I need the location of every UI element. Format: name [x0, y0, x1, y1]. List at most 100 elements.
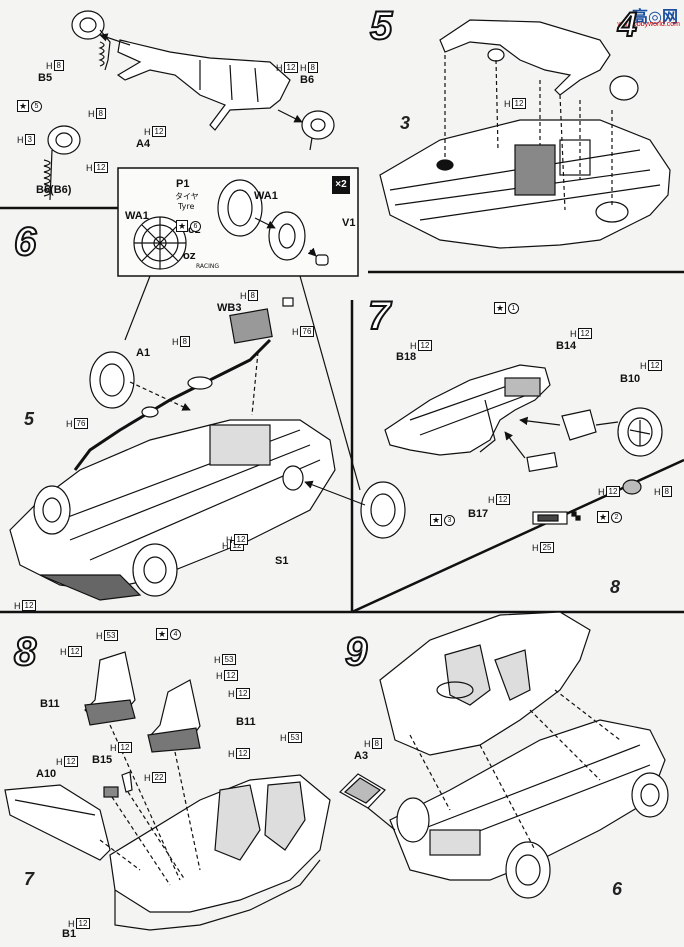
part-label-b15: B15: [92, 754, 113, 766]
strut-detail: [43, 125, 81, 201]
interior-tub-step9: [379, 611, 591, 756]
watermark-logo: 高◎网: [632, 7, 678, 26]
part-label-wa1: WA1: [125, 210, 149, 222]
subassembly-ref-5: 5: [24, 409, 35, 429]
part-label-b5b6: B5(B6): [36, 184, 72, 196]
part-label-b1: B1: [62, 928, 77, 940]
step-number-4: 4: [617, 6, 638, 44]
subassembly-ref-8: 8: [610, 577, 621, 597]
wheel-brand-oz: OZ: [183, 252, 196, 261]
part-label-b14: B14: [556, 340, 577, 352]
part-label-b17: B17: [468, 508, 489, 520]
steering-column: [561, 409, 619, 441]
part-label-wb3: WB3: [217, 302, 242, 314]
paint-mark: ★3: [430, 514, 455, 526]
paint-mark: ★5: [17, 100, 42, 112]
step-number-6: 6: [13, 220, 37, 264]
part-label-b18: B18: [396, 351, 417, 363]
loose-wheel-right: [282, 465, 406, 539]
subassembly-ref-7: 7: [24, 869, 35, 889]
paint-mark: ★1: [494, 302, 519, 314]
paint-mark: ★4: [156, 628, 181, 640]
rear-arm-step5: [439, 19, 639, 101]
dashboard-assembly: [384, 364, 551, 456]
part-label-a3: A3: [354, 750, 369, 762]
part-label-v1: V1: [342, 217, 356, 229]
part-label-b10: B10: [620, 373, 641, 385]
rear-suspension-arm: [116, 39, 291, 131]
watermark-url: ww.hobbyworld.com: [617, 21, 680, 28]
seat-b11-right: [147, 679, 201, 753]
part-label-b6: B6: [300, 74, 315, 86]
chassis-step6: [9, 419, 336, 601]
front-wheel-step6: [33, 485, 178, 597]
subassembly-ref-3: 3: [400, 113, 411, 133]
part-label-a10: A10: [36, 768, 57, 780]
tyre-callout: [133, 179, 329, 270]
part-label-a4: A4: [136, 138, 151, 150]
callout-leader: [124, 275, 151, 341]
part-label-b11: B11: [40, 698, 60, 710]
rear-light-a3: [339, 773, 386, 809]
part-label-wa1: WA1: [254, 190, 278, 202]
wheels-step9: [396, 772, 669, 899]
loose-wheel-left: [89, 351, 135, 409]
part-label-p1: P1: [176, 178, 190, 190]
exhaust-pipe: [73, 297, 294, 471]
strut-b6: [301, 110, 335, 151]
tyre-label-en: Tyre: [178, 202, 195, 211]
step-number-9: 9: [344, 630, 368, 674]
part-label-b11: B11: [236, 716, 256, 728]
step-number-7: 7: [367, 294, 391, 338]
seat-b11-left: [84, 651, 136, 726]
pedal-b15: [103, 771, 133, 798]
strut-b5: [71, 10, 111, 71]
steering-wheel: [617, 407, 663, 495]
part-label-b5: B5: [38, 72, 53, 84]
interior-tub: [109, 774, 331, 931]
gauge-cluster-b17: [526, 451, 581, 525]
part-label-a1: A1: [136, 347, 151, 359]
part-label-s1: S1: [275, 555, 289, 567]
paint-mark: ★6: [176, 220, 201, 232]
chassis-step9: [389, 719, 666, 881]
chassis-step5: [379, 119, 671, 249]
quantity-badge: ×2: [332, 176, 350, 194]
paint-mark: ★2: [597, 511, 622, 523]
step-number-8: 8: [13, 630, 37, 674]
dashboard-side-a10: [4, 784, 111, 861]
callout-leader: [299, 275, 361, 491]
